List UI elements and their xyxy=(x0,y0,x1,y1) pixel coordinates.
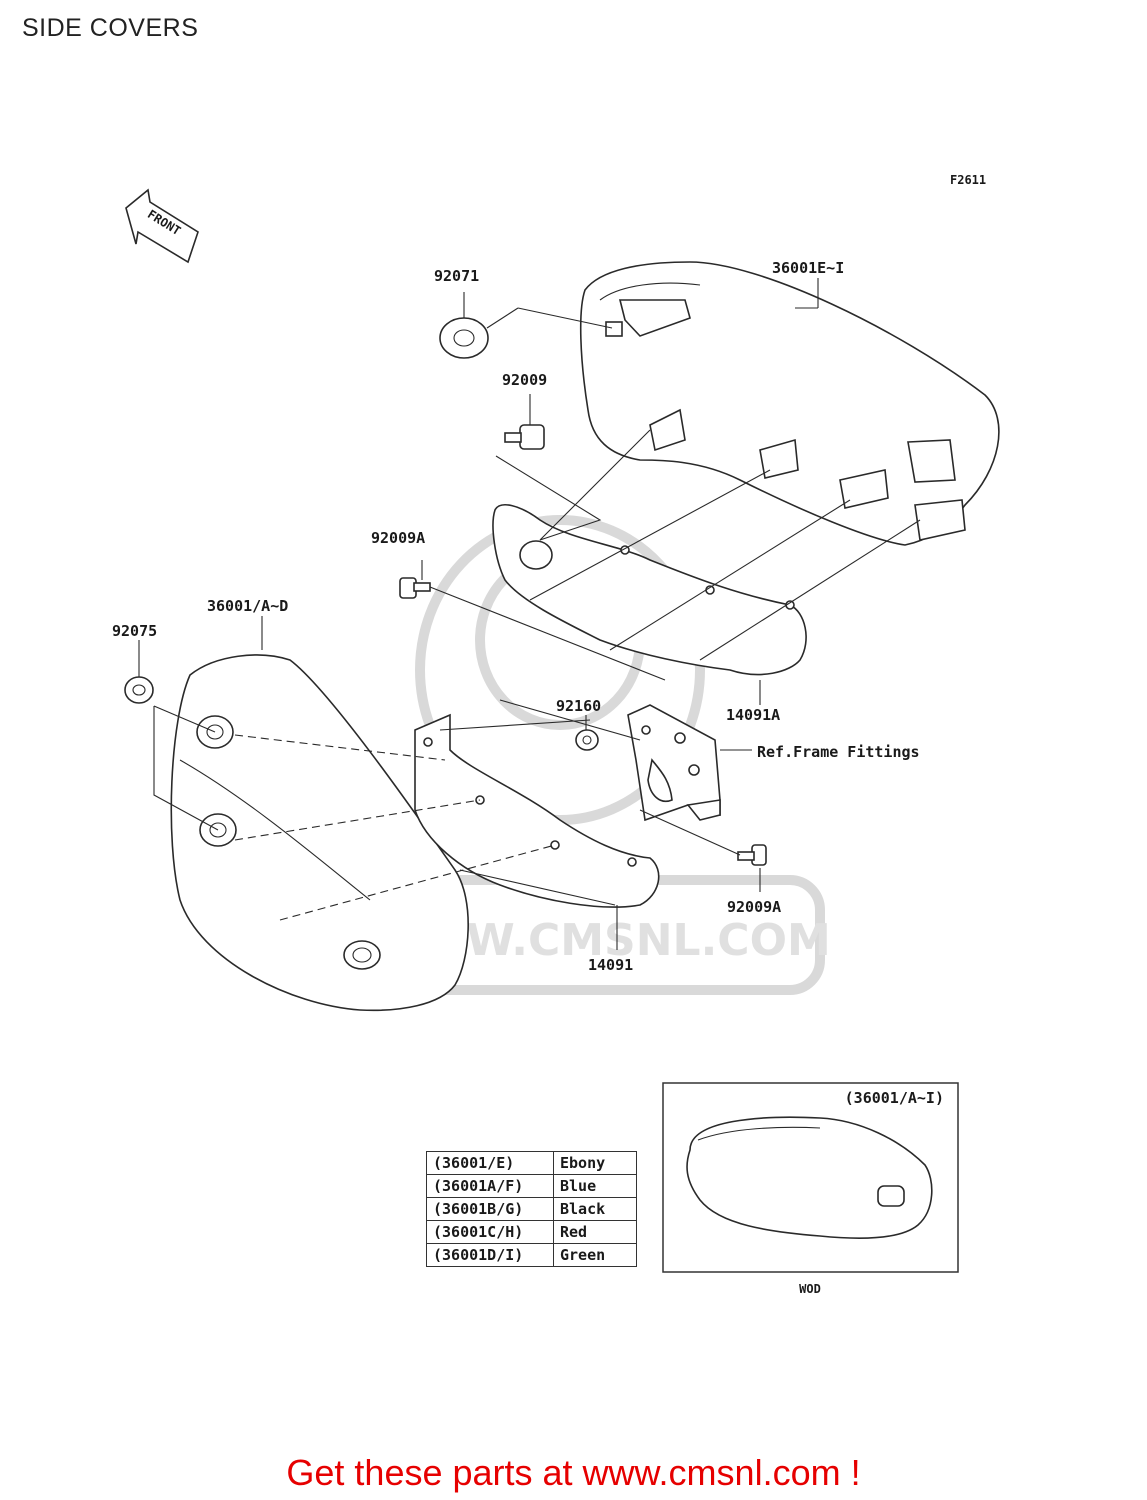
callout-36001-A-D: 36001/A~D xyxy=(207,597,288,615)
inner-panel-14091A xyxy=(492,504,807,676)
grommet-92075 xyxy=(124,676,154,704)
color-name-cell: Blue xyxy=(553,1174,637,1198)
callout-92160: 92160 xyxy=(556,697,601,715)
color-name-cell: Red xyxy=(553,1220,637,1244)
frame-bracket xyxy=(627,704,721,822)
front-arrow-icon: FRONT xyxy=(125,188,199,264)
inset-title: (36001/A~I) xyxy=(845,1089,944,1107)
table-row: (36001C/H) Red xyxy=(426,1220,637,1244)
figure-code: F2611 xyxy=(950,173,986,187)
color-code-cell: (36001D/I) xyxy=(426,1243,554,1267)
callout-92071: 92071 xyxy=(434,267,479,285)
color-name-cell: Ebony xyxy=(553,1151,637,1175)
callout-92009A-upper: 92009A xyxy=(371,529,425,547)
washer-92160 xyxy=(575,729,599,751)
color-code-cell: (36001A/F) xyxy=(426,1174,554,1198)
callout-92009A-lower: 92009A xyxy=(727,898,781,916)
table-row: (36001/E) Ebony xyxy=(426,1151,637,1175)
callout-92075: 92075 xyxy=(112,622,157,640)
color-name-cell: Black xyxy=(553,1197,637,1221)
bolt-92009A-lower xyxy=(737,844,767,866)
table-row: (36001D/I) Green xyxy=(426,1243,637,1267)
page-title: SIDE COVERS xyxy=(22,14,199,42)
callout-92009: 92009 xyxy=(502,371,547,389)
color-code-cell: (36001C/H) xyxy=(426,1220,554,1244)
side-cover-right xyxy=(579,261,1000,546)
callout-ref-frame-fittings: Ref.Frame Fittings xyxy=(757,743,920,761)
color-code-cell: (36001B/G) xyxy=(426,1197,554,1221)
inset-box: (36001/A~I) WOD xyxy=(662,1082,959,1296)
callout-36001E-I: 36001E~I xyxy=(772,259,844,277)
grommet-92071 xyxy=(439,317,489,359)
table-row: (36001A/F) Blue xyxy=(426,1174,637,1198)
color-code-cell: (36001/E) xyxy=(426,1151,554,1175)
bolt-92009A-upper xyxy=(399,577,431,599)
leader-lines xyxy=(138,278,921,950)
side-cover-left xyxy=(170,654,469,1012)
table-row: (36001B/G) Black xyxy=(426,1197,637,1221)
cta-link[interactable]: Get these parts at www.cmsnl.com ! xyxy=(286,1452,861,1493)
color-variant-table: (36001/E) Ebony (36001A/F) Blue (36001B/… xyxy=(426,1151,637,1267)
callout-14091: 14091 xyxy=(588,956,633,974)
bolt-92009 xyxy=(504,424,545,450)
color-name-cell: Green xyxy=(553,1243,637,1267)
inset-caption: WOD xyxy=(799,1282,821,1296)
callout-14091A: 14091A xyxy=(726,706,780,724)
